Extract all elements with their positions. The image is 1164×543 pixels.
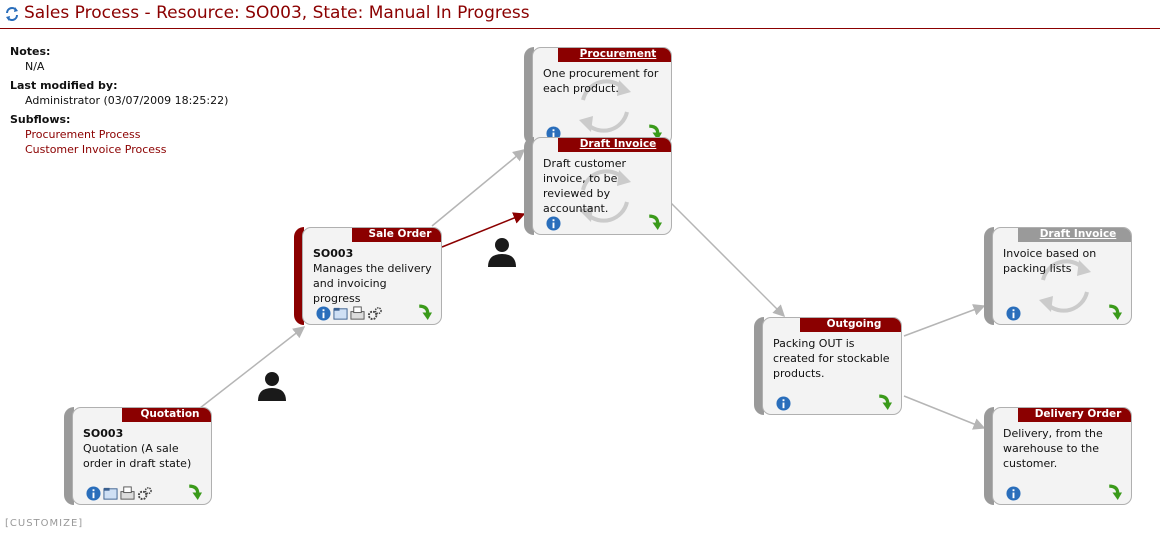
node-description: Quotation (A sale order in draft state): [83, 442, 192, 470]
node-description: Manages the delivery and invoicing progr…: [313, 262, 432, 305]
info-icon[interactable]: [1006, 486, 1021, 501]
node-title[interactable]: Draft Invoice: [1018, 228, 1131, 242]
title-bar: Sales Process - Resource: SO003, State: …: [0, 0, 1160, 29]
edge-procurement-outgoing: [667, 199, 786, 318]
edge-outgoing-delivery-order: [903, 395, 986, 430]
node-quotation[interactable]: Quotation SO003 Quotation (A sale order …: [64, 407, 212, 505]
node-draft-invoice[interactable]: Draft Invoice Draft customer invoice, to…: [524, 137, 672, 235]
info-icon[interactable]: [776, 396, 791, 411]
next-step-icon[interactable]: [645, 214, 662, 231]
gears-icon[interactable]: [137, 486, 152, 501]
node-delivery-order[interactable]: Delivery Order Delivery, from the wareho…: [984, 407, 1132, 505]
edge-sale-order-procurement: [431, 149, 526, 227]
edge-quotation-sale-order: [199, 326, 306, 409]
user-icon: [488, 238, 516, 267]
node-title: Outgoing: [800, 318, 901, 332]
node-description: One procurement for each product.: [543, 67, 659, 95]
node-resource: SO003: [313, 247, 354, 260]
node-description: Delivery, from the warehouse to the cust…: [1003, 427, 1103, 470]
next-step-icon[interactable]: [185, 484, 202, 501]
customize-link[interactable]: [CUSTOMIZE]: [5, 518, 84, 529]
node-description: Draft customer invoice, to be reviewed b…: [543, 157, 627, 215]
subflow-cycle-icon: [579, 79, 631, 133]
last-modified-value: Administrator (03/07/2009 18:25:22): [25, 94, 229, 107]
gears-icon[interactable]: [367, 306, 382, 321]
subflow-link-customer-invoice[interactable]: Customer Invoice Process: [25, 143, 167, 156]
node-procurement[interactable]: Procurement One procurement for each pro…: [524, 47, 672, 145]
next-step-icon[interactable]: [415, 304, 432, 321]
subflow-link-procurement[interactable]: Procurement Process: [25, 128, 141, 141]
info-icon[interactable]: [316, 306, 331, 321]
notes-label: Notes:: [10, 45, 51, 58]
node-draft-invoice-packing[interactable]: Draft Invoice Invoice based on packing l…: [984, 227, 1132, 325]
next-step-icon[interactable]: [1105, 304, 1122, 321]
edge-sale-order-draft-invoice: [441, 212, 526, 248]
next-step-icon[interactable]: [1105, 484, 1122, 501]
node-title: Quotation: [122, 408, 211, 422]
edge-outgoing-draft-invoice: [903, 304, 986, 337]
node-title[interactable]: Draft Invoice: [558, 138, 671, 152]
notes-value: N/A: [25, 60, 45, 73]
node-description: Packing OUT is created for stockable pro…: [773, 337, 890, 380]
print-icon[interactable]: [350, 306, 365, 321]
node-sale-order[interactable]: Sale Order SO003 Manages the delivery an…: [294, 227, 442, 325]
info-icon[interactable]: [86, 486, 101, 501]
node-description: Invoice based on packing lists: [1003, 247, 1097, 275]
page-title: Sales Process - Resource: SO003, State: …: [24, 3, 530, 23]
node-title[interactable]: Procurement: [558, 48, 671, 62]
subflow-cycle-icon: [1039, 259, 1091, 313]
folder-icon[interactable]: [103, 486, 118, 501]
node-title: Delivery Order: [1018, 408, 1131, 422]
info-icon[interactable]: [1006, 306, 1021, 321]
node-outgoing[interactable]: Outgoing Packing OUT is created for stoc…: [754, 317, 902, 415]
next-step-icon[interactable]: [875, 394, 892, 411]
refresh-icon[interactable]: [4, 6, 20, 22]
print-icon[interactable]: [120, 486, 135, 501]
user-icon: [258, 372, 286, 401]
node-resource: SO003: [83, 427, 124, 440]
last-modified-label: Last modified by:: [10, 79, 118, 92]
info-icon[interactable]: [546, 216, 561, 231]
subflow-cycle-icon: [579, 169, 631, 223]
next-step-icon[interactable]: [645, 124, 662, 141]
node-title: Sale Order: [352, 228, 441, 242]
folder-icon[interactable]: [333, 306, 348, 321]
subflows-label: Subflows:: [10, 113, 71, 126]
workflow-info: Notes: N/A Last modified by: Administrat…: [10, 44, 228, 157]
